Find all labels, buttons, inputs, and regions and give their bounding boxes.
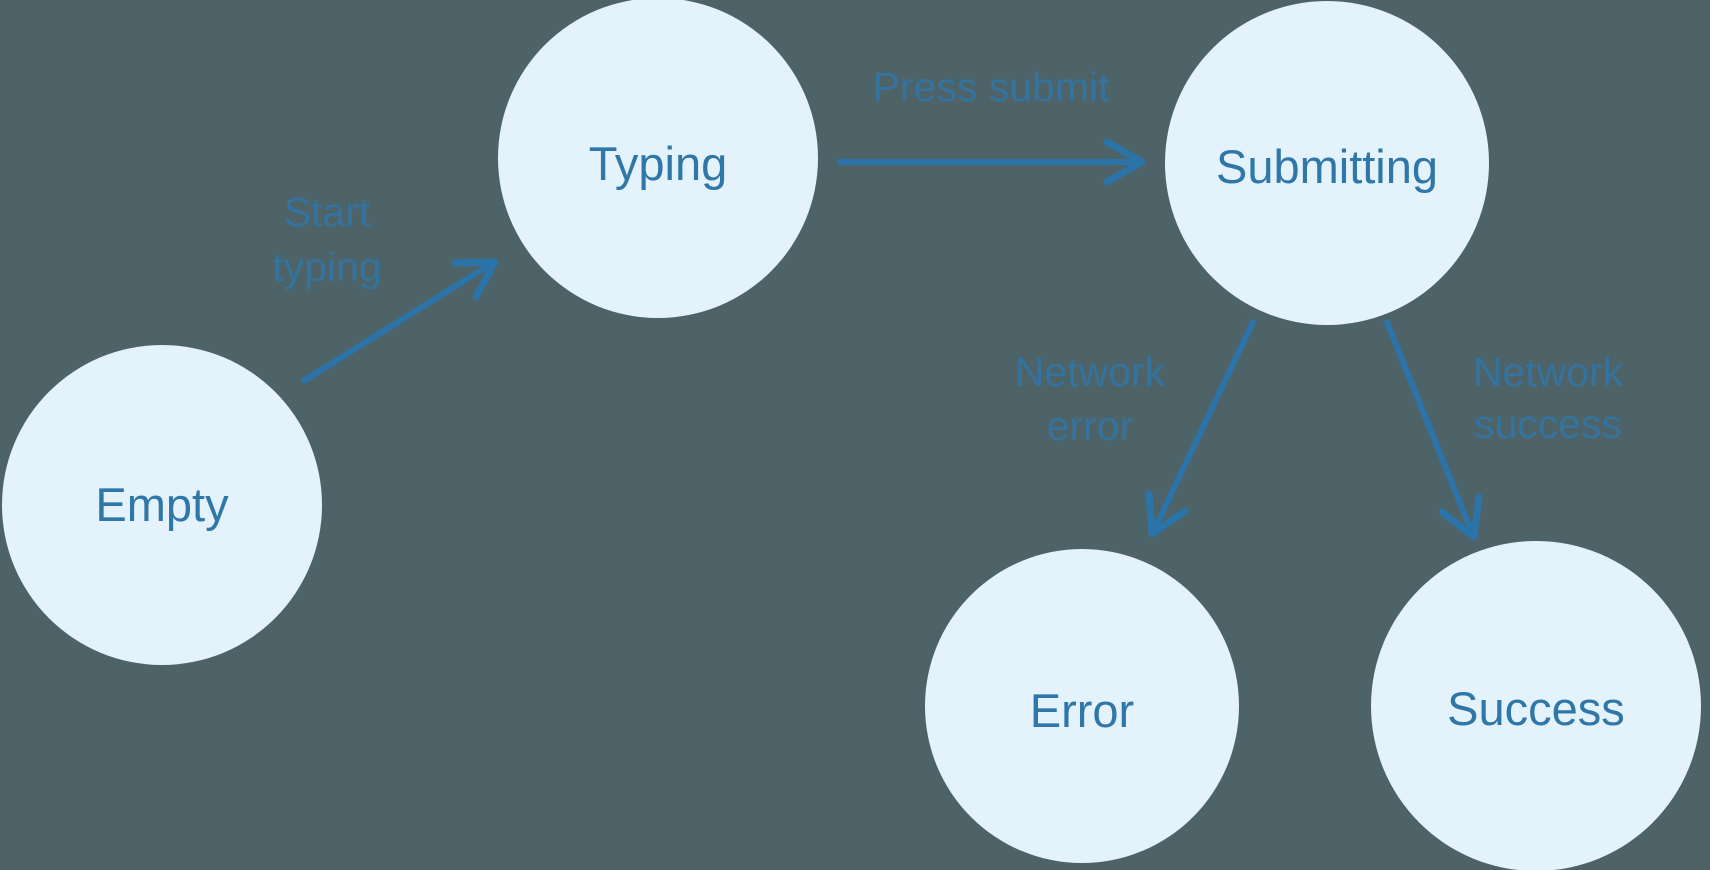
arrowhead-network-error: [1145, 490, 1189, 538]
transition-label-network-success-line2: success: [1474, 401, 1622, 447]
transition-label-network-error-line1: Network: [1015, 349, 1166, 395]
state-label-success: Success: [1447, 682, 1625, 735]
state-node-empty: Empty: [2, 345, 322, 665]
transition-network-error: Network error: [1015, 318, 1257, 538]
state-label-submitting: Submitting: [1216, 140, 1438, 193]
state-label-typing: Typing: [589, 137, 727, 190]
arrowhead-network-success: [1438, 493, 1483, 541]
state-circle-typing: [498, 0, 818, 318]
state-node-submitting: Submitting: [1165, 1, 1489, 325]
state-node-success: Success: [1371, 541, 1701, 870]
transition-arrow-network-success: [1383, 318, 1474, 532]
arrowhead-start-typing: [451, 258, 499, 301]
transition-start-typing: Start typing: [272, 189, 499, 385]
transition-arrow-network-error: [1152, 318, 1257, 530]
state-circle-submitting: [1165, 1, 1489, 325]
transition-label-start-typing-line2: typing: [272, 244, 381, 290]
state-node-typing: Typing: [498, 0, 818, 318]
state-circle-success: [1371, 541, 1701, 870]
state-label-error: Error: [1030, 684, 1134, 737]
state-node-error: Error: [925, 549, 1239, 863]
transition-press-submit: Press submit: [837, 64, 1146, 186]
transition-label-network-success-line1: Network: [1473, 349, 1624, 395]
transition-label-start-typing-line1: Start: [284, 189, 371, 235]
transition-label-network-error-line2: error: [1047, 403, 1134, 449]
transition-label-press-submit: Press submit: [873, 64, 1111, 110]
transition-network-success: Network success: [1383, 318, 1624, 541]
state-label-empty: Empty: [95, 478, 229, 531]
arrowhead-press-submit: [1103, 138, 1146, 186]
state-circle-empty: [2, 345, 322, 665]
state-circle-error: [925, 549, 1239, 863]
transition-arrow-start-typing: [300, 261, 493, 385]
